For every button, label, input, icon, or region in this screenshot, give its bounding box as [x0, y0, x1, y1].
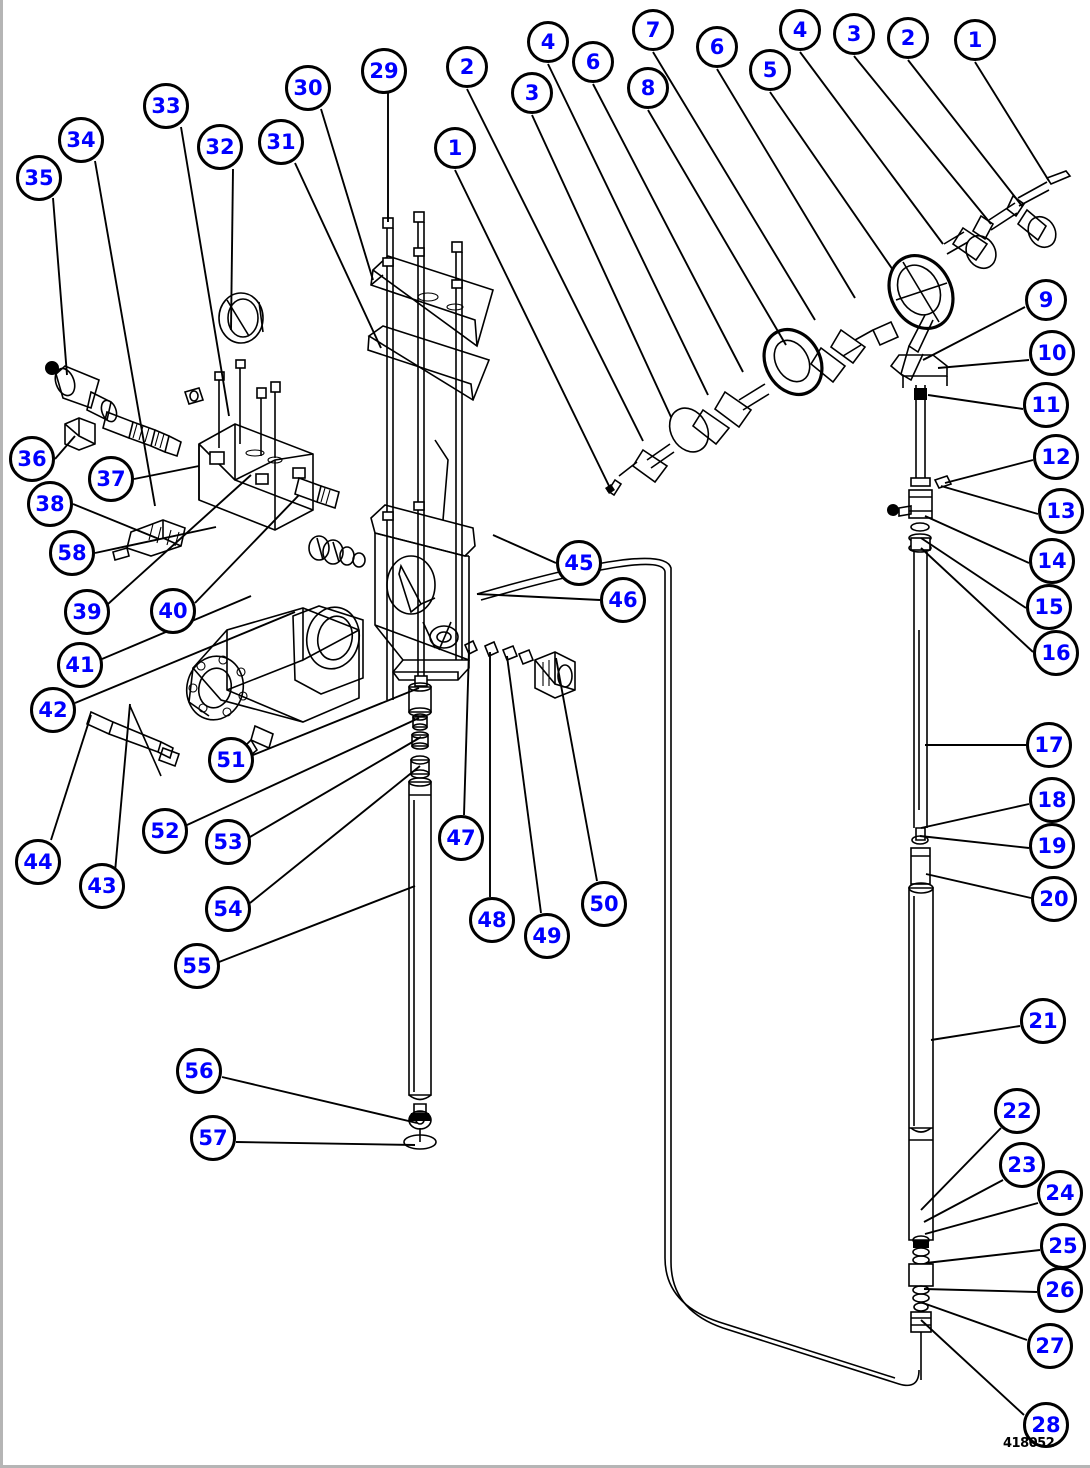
- callout-bubble-10[interactable]: 10: [1029, 330, 1075, 376]
- callout-bubble-54[interactable]: 54: [205, 886, 251, 932]
- callout-bubble-13[interactable]: 13: [1038, 488, 1084, 534]
- callout-bubble-17[interactable]: 17: [1026, 722, 1072, 768]
- callout-bubble-58[interactable]: 58: [49, 530, 95, 576]
- callout-bubble-45[interactable]: 45: [556, 540, 602, 586]
- callout-bubble-51[interactable]: 51: [208, 737, 254, 783]
- callout-bubble-8[interactable]: 8: [627, 67, 669, 109]
- callout-bubble-7[interactable]: 7: [632, 9, 674, 51]
- pump-housing: [86, 535, 366, 777]
- callout-bubble-6[interactable]: 6: [696, 26, 738, 68]
- callout-bubble-56[interactable]: 56: [176, 1048, 222, 1094]
- callout-bubble-28[interactable]: 28: [1023, 1402, 1069, 1448]
- callout-bubble-32[interactable]: 32: [197, 124, 243, 170]
- callout-bubble-1[interactable]: 1: [954, 19, 996, 61]
- callout-bubble-52[interactable]: 52: [142, 808, 188, 854]
- callout-bubble-14[interactable]: 14: [1029, 538, 1075, 584]
- callout-bubble-19[interactable]: 19: [1029, 823, 1075, 869]
- callout-bubble-30[interactable]: 30: [285, 65, 331, 111]
- callout-bubble-2[interactable]: 2: [446, 46, 488, 88]
- callout-bubble-48[interactable]: 48: [469, 897, 515, 943]
- callout-bubble-38[interactable]: 38: [27, 481, 73, 527]
- washer-stack: [403, 682, 437, 1150]
- callout-bubble-57[interactable]: 57: [190, 1115, 236, 1161]
- callout-bubble-37[interactable]: 37: [88, 456, 134, 502]
- callout-bubble-53[interactable]: 53: [205, 819, 251, 865]
- callout-bubble-40[interactable]: 40: [150, 588, 196, 634]
- callout-bubble-18[interactable]: 18: [1029, 777, 1075, 823]
- diagram-artwork: [44, 51, 1072, 1416]
- top-leader-lines: [454, 51, 1050, 491]
- callout-bubble-12[interactable]: 12: [1033, 434, 1079, 480]
- callout-bubble-26[interactable]: 26: [1037, 1267, 1083, 1313]
- gearbox-housing: [370, 504, 476, 687]
- callout-bubble-11[interactable]: 11: [1023, 382, 1069, 428]
- callout-bubble-46[interactable]: 46: [600, 577, 646, 623]
- callout-bubble-21[interactable]: 21: [1020, 998, 1066, 1044]
- callout-bubble-44[interactable]: 44: [15, 839, 61, 885]
- callout-bubble-3[interactable]: 3: [833, 13, 875, 55]
- callout-bubble-3[interactable]: 3: [511, 72, 553, 114]
- callout-bubble-4[interactable]: 4: [527, 21, 569, 63]
- callout-bubble-47[interactable]: 47: [438, 815, 484, 861]
- callout-bubble-9[interactable]: 9: [1025, 279, 1067, 321]
- callout-bubble-24[interactable]: 24: [1037, 1170, 1083, 1216]
- callout-bubble-25[interactable]: 25: [1040, 1223, 1086, 1269]
- callout-bubble-36[interactable]: 36: [9, 436, 55, 482]
- small-parts-47-50: [463, 639, 576, 699]
- callout-bubble-2[interactable]: 2: [887, 17, 929, 59]
- callout-bubble-16[interactable]: 16: [1033, 630, 1079, 676]
- callout-bubble-23[interactable]: 23: [999, 1142, 1045, 1188]
- callout-bubble-15[interactable]: 15: [1026, 584, 1072, 630]
- callout-bubble-31[interactable]: 31: [258, 119, 304, 165]
- callout-bubble-41[interactable]: 41: [57, 642, 103, 688]
- callout-bubble-50[interactable]: 50: [581, 881, 627, 927]
- callout-bubble-35[interactable]: 35: [16, 155, 62, 201]
- callout-bubble-22[interactable]: 22: [994, 1088, 1040, 1134]
- callout-bubble-6[interactable]: 6: [572, 41, 614, 83]
- upper-plate-group: [367, 211, 494, 700]
- callout-bubble-33[interactable]: 33: [143, 83, 189, 129]
- fitting-chain-group: [605, 170, 1072, 497]
- callout-bubble-49[interactable]: 49: [524, 913, 570, 959]
- right-leader-lines: [919, 306, 1041, 1416]
- callout-bubble-4[interactable]: 4: [779, 9, 821, 51]
- callout-bubble-5[interactable]: 5: [749, 49, 791, 91]
- callout-bubble-43[interactable]: 43: [79, 863, 125, 909]
- callout-bubble-29[interactable]: 29: [361, 48, 407, 94]
- right-cylinder-assembly: [887, 354, 953, 1380]
- callout-bubble-1[interactable]: 1: [434, 127, 476, 169]
- callout-bubble-55[interactable]: 55: [174, 943, 220, 989]
- callout-bubble-42[interactable]: 42: [30, 687, 76, 733]
- motor-valve-block: [44, 292, 340, 561]
- left-leader-lines: [50, 92, 422, 1146]
- diagram-reference-number: 418052: [1003, 1436, 1055, 1451]
- callout-bubble-39[interactable]: 39: [64, 589, 110, 635]
- callout-bubble-27[interactable]: 27: [1027, 1323, 1073, 1369]
- callout-bubble-34[interactable]: 34: [58, 117, 104, 163]
- callout-bubble-20[interactable]: 20: [1031, 876, 1077, 922]
